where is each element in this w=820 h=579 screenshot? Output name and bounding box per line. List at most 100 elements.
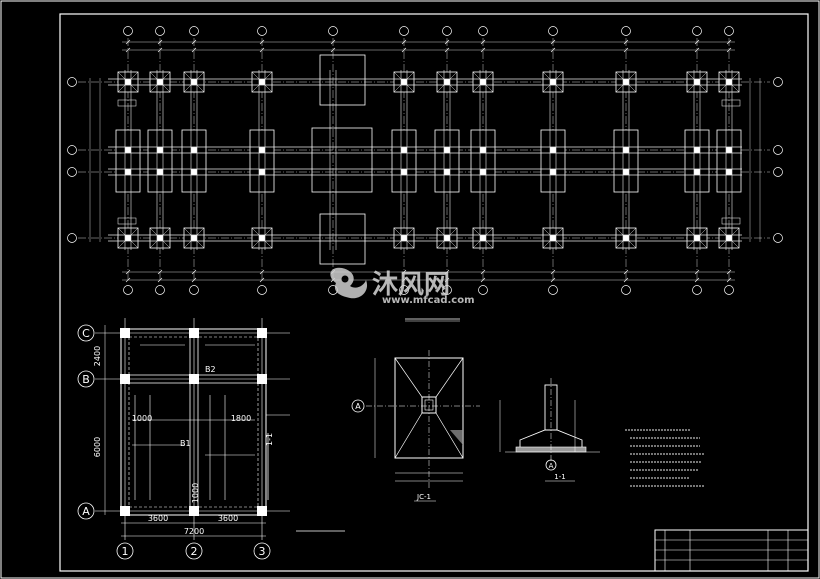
plan-dim-tick <box>694 47 700 53</box>
plan-dim-tick <box>726 47 732 53</box>
detail-column <box>257 374 267 384</box>
foundation-plan <box>67 26 783 322</box>
plan-dim-tick <box>726 277 732 283</box>
plan-combined-footing <box>115 129 141 193</box>
general-notes <box>625 429 705 487</box>
plan-column <box>444 235 450 241</box>
plan-dim-tick <box>125 47 131 53</box>
plan-column <box>259 147 265 153</box>
plan-column <box>480 79 486 85</box>
plan-axis-bubble-bottom <box>692 285 702 295</box>
plan-dimension-lines <box>89 39 761 283</box>
plan-column <box>623 169 629 175</box>
plan-dim-tick <box>125 39 131 45</box>
plan-axis-bubble-top <box>123 26 133 36</box>
plan-column <box>694 147 700 153</box>
detail-column <box>120 328 130 338</box>
slab-detail-plan: C B A 1 2 3 2400 6000 3600 3600 7200 B2 … <box>77 318 345 560</box>
inner-dim-1000-side: 1000 <box>191 483 200 503</box>
axis-bubble-1 <box>116 542 134 560</box>
plan-column <box>480 169 486 175</box>
axis-label-c: C <box>82 327 90 340</box>
plan-axis-bubble-top <box>399 26 409 36</box>
plan-tag-box <box>721 217 741 225</box>
dim-3600-right: 3600 <box>218 514 238 523</box>
plan-tag-box <box>117 217 137 225</box>
watermark-logo-dot <box>341 275 349 283</box>
dim-7200: 7200 <box>184 527 204 536</box>
plan-axis-bubble-bottom <box>478 285 488 295</box>
plan-axis-bubble-left <box>67 77 77 87</box>
detail-column <box>189 374 199 384</box>
plan-column <box>157 79 163 85</box>
center-block-bottom <box>319 213 366 265</box>
plan-dim-tick <box>480 39 486 45</box>
dim-6000: 6000 <box>93 437 102 457</box>
plan-axis-bubble-bottom <box>442 285 452 295</box>
plan-dim-tick <box>401 47 407 53</box>
plan-ground-beams <box>108 70 742 250</box>
footing-diag-2 <box>435 357 464 398</box>
detail-slab-inner <box>128 336 259 508</box>
plan-combined-footing <box>684 129 710 193</box>
plan-axis-bubble-top <box>442 26 452 36</box>
plan-combined-footing <box>249 129 275 193</box>
plan-axis-bubble-right <box>773 233 783 243</box>
plan-axis-bubble-bottom <box>257 285 267 295</box>
plan-column <box>125 147 131 153</box>
plan-column <box>401 235 407 241</box>
plan-column <box>259 169 265 175</box>
plan-column <box>157 169 163 175</box>
plan-dim-tick <box>480 277 486 283</box>
watermark-url: www.mfcad.com <box>382 295 475 306</box>
plan-axis-bubble-top <box>189 26 199 36</box>
plan-axis-bubble-bottom <box>189 285 199 295</box>
title-block <box>654 529 809 572</box>
plan-dim-tick <box>191 277 197 283</box>
plan-axis-bubble-top <box>155 26 165 36</box>
plan-dim-tick <box>550 47 556 53</box>
plan-combined-footing <box>470 129 496 193</box>
plan-column <box>157 235 163 241</box>
plan-dim-tick <box>125 269 131 275</box>
footing-diag-4 <box>435 412 464 459</box>
dim-2400: 2400 <box>93 346 102 366</box>
plan-axis-bubble-right <box>773 77 783 87</box>
plan-dim-tick <box>480 47 486 53</box>
plan-axis-bubble-right <box>773 167 783 177</box>
plan-dim-tick <box>157 47 163 53</box>
plan-axis-bubble-left <box>67 167 77 177</box>
plan-dim-tick <box>444 39 450 45</box>
plan-dim-tick <box>401 39 407 45</box>
footing-diag-3 <box>394 412 423 459</box>
plan-dim-tick <box>623 47 629 53</box>
inner-dim-1800: 1800 <box>231 414 251 423</box>
center-block-top <box>319 54 366 106</box>
plan-column <box>401 169 407 175</box>
plan-dim-tick <box>330 47 336 53</box>
watermark-brand: 沐风网 <box>372 270 450 300</box>
plan-axis-bubble-left <box>67 233 77 243</box>
plan-column <box>191 147 197 153</box>
plan-column <box>550 79 556 85</box>
plan-column <box>550 169 556 175</box>
plan-column <box>726 79 732 85</box>
plan-dim-tick <box>726 269 732 275</box>
inner-frame <box>59 13 809 572</box>
watermark-logo-icon <box>330 267 368 299</box>
plan-column <box>191 169 197 175</box>
detail-column <box>189 506 199 516</box>
axis-label-a: A <box>82 505 90 518</box>
plan-dim-tick <box>259 269 265 275</box>
plan-dim-tick <box>444 47 450 53</box>
detail-rebar-lines <box>132 344 255 500</box>
watermark: 沐风网 www.mfcad.com <box>330 267 475 306</box>
plan-dim-tick <box>726 39 732 45</box>
plan-dim-tick <box>157 277 163 283</box>
plan-column <box>694 235 700 241</box>
detail-column <box>257 328 267 338</box>
plan-column <box>401 79 407 85</box>
section-label: 1-1 <box>554 473 565 481</box>
